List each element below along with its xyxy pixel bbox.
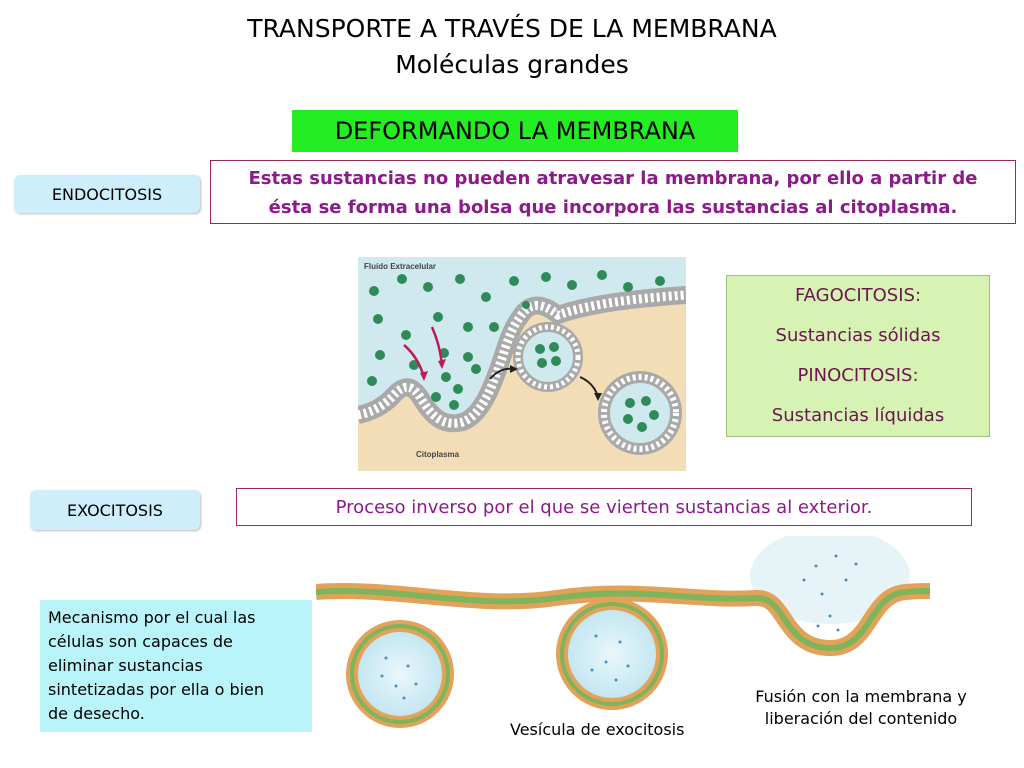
particle <box>535 344 545 354</box>
membrane-fusion-label-line1: Fusión con la membrana y <box>755 687 967 706</box>
membrane-fusion-label: Fusión con la membrana y liberación del … <box>738 686 984 730</box>
particle <box>551 356 561 366</box>
plasma-membrane-core <box>316 588 930 652</box>
entry-arrowhead <box>420 371 428 381</box>
particle <box>625 398 635 408</box>
particle <box>649 410 659 420</box>
phagocytosis-title: FAGOCITOSIS: <box>794 285 922 306</box>
mechanism-line: sintetizadas por ella o bien <box>48 680 265 699</box>
process-arrowhead <box>510 365 518 373</box>
particle <box>549 342 559 352</box>
membrane-phospholipids <box>358 290 686 428</box>
endocytosis-types-box: FAGOCITOSIS: Sustancias sólidas PINOCITO… <box>726 275 990 437</box>
vesicle-content-dots <box>380 554 858 700</box>
phagocytosis-desc: Sustancias sólidas <box>775 325 941 346</box>
mechanism-line: células son capaces de <box>48 632 233 651</box>
membrane-fusion-label-line2: liberación del contenido <box>764 709 958 728</box>
subtitle: Moléculas grandes <box>395 50 629 79</box>
particle <box>641 396 651 406</box>
pinocytosis-title: PINOCITOSIS: <box>797 365 919 386</box>
exocytosis-vesicle-label: Vesícula de exocitosis <box>510 720 685 739</box>
main-title: TRANSPORTE A TRAVÉS DE LA MEMBRANA <box>247 14 777 43</box>
exocytosis-mechanism-box: Mecanismo por el cual las células son ca… <box>40 600 312 732</box>
endocytosis-description-line1: Estas sustancias no pueden atravesar la … <box>248 168 978 189</box>
endocytosis-label: ENDOCITOSIS <box>14 175 200 213</box>
extracellular-fluid-label: Fluído Extracelular <box>364 262 436 271</box>
endocytosis-description: Estas sustancias no pueden atravesar la … <box>210 160 1016 224</box>
exocytosis-vesicle-core <box>350 624 450 724</box>
budding-vesicle-membrane <box>515 324 581 390</box>
particle <box>623 414 633 424</box>
exocytosis-description: Proceso inverso por el que se vierten su… <box>236 488 972 526</box>
particle <box>637 422 647 432</box>
extracellular-particles <box>367 270 665 410</box>
mechanism-line: Mecanismo por el cual las <box>48 608 256 627</box>
entry-arrowhead <box>438 359 446 369</box>
released-content-cloud <box>750 536 910 624</box>
exocytosis-vesicle-core <box>560 602 664 706</box>
section-title-banner: DEFORMANDO LA MEMBRANA <box>292 110 738 152</box>
endocytosis-description-line2: ésta se forma una bolsa que incorpora la… <box>268 197 958 218</box>
free-vesicle-membrane <box>601 374 679 452</box>
exocytosis-label: EXOCITOSIS <box>30 490 200 530</box>
pinocytosis-desc: Sustancias líquidas <box>771 405 945 426</box>
cytoplasm-label: Citoplasma <box>416 450 460 459</box>
process-arrowhead <box>594 393 602 401</box>
mechanism-line: de desecho. <box>48 704 145 723</box>
mechanism-line: eliminar sustancias <box>48 656 203 675</box>
particle <box>537 358 547 368</box>
exocytosis-diagram <box>316 536 930 728</box>
endocytosis-diagram: Fluído Extracelular Citoplasma <box>358 257 686 471</box>
